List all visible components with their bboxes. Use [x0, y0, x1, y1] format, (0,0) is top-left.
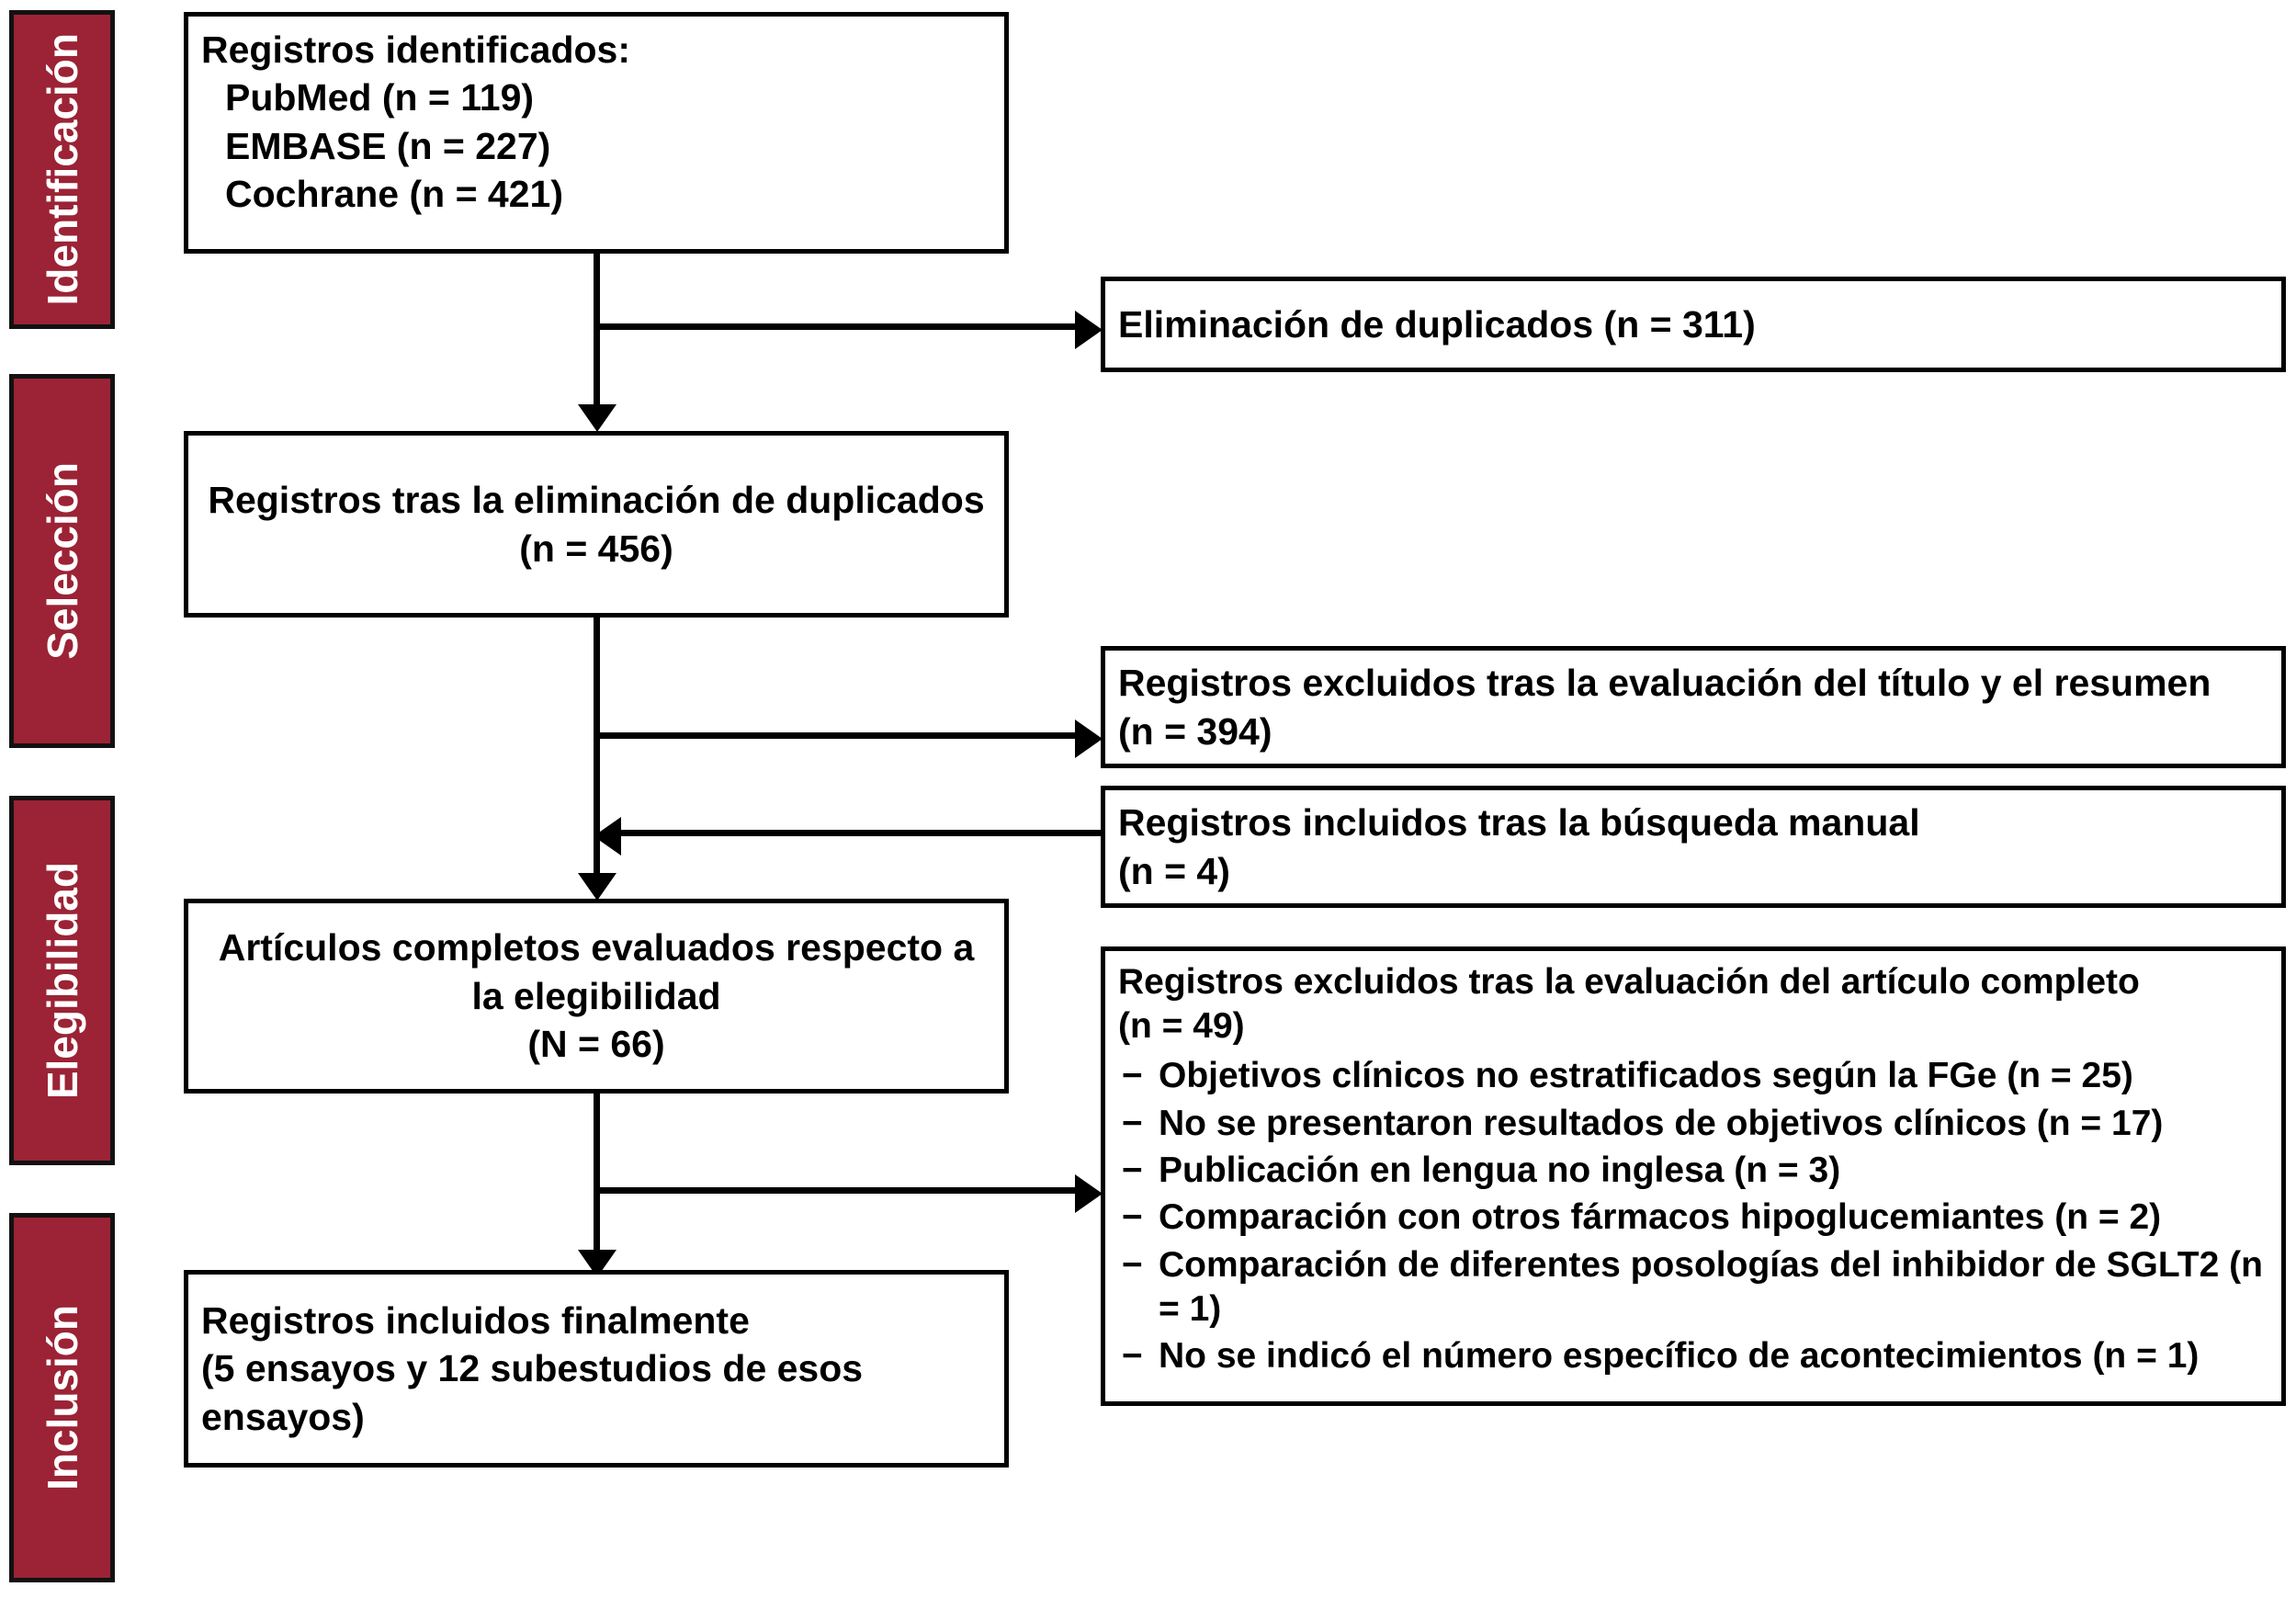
box-registros-identificados: Registros identificados: PubMed (n = 119… — [184, 12, 1009, 254]
exclusion-reason-text: Publicación en lengua no inglesa (n = 3) — [1159, 1150, 1841, 1190]
after-duplicates-line1: Registros tras la eliminación de duplica… — [208, 479, 985, 522]
exclusion-reason-item: − Comparación de diferentes posologías d… — [1118, 1243, 2268, 1332]
connector-identified-to-duplicates — [594, 323, 1080, 330]
list-dash-icon: − — [1122, 1103, 1143, 1143]
connector-fulltext-stem — [594, 1094, 600, 1264]
list-dash-icon: − — [1122, 1056, 1143, 1096]
exclusion-reason-item: − No se presentaron resultados de objeti… — [1118, 1102, 2268, 1146]
stage-identificacion: Identificación — [9, 10, 115, 329]
arrow-manual-search-into-flow — [594, 817, 621, 856]
excluded-title-abstract-line2: (n = 394) — [1118, 709, 1272, 753]
identified-heading: Registros identificados: — [201, 28, 631, 71]
box-eliminacion-duplicados: Eliminación de duplicados (n = 311) — [1101, 277, 2286, 372]
stage-seleccion: Selección — [9, 374, 115, 748]
exclusion-reason-text: No se presentaron resultados de objetivo… — [1159, 1103, 2164, 1143]
box-incluidos-busqueda-manual: Registros incluidos tras la búsqueda man… — [1101, 786, 2286, 908]
exclusion-reason-item: − Publicación en lengua no inglesa (n = … — [1118, 1149, 2268, 1193]
arrow-to-excluded-title-abstract — [1075, 720, 1103, 758]
box-registros-incluidos-finalmente: Registros incluidos finalmente (5 ensayo… — [184, 1270, 1009, 1468]
arrow-to-excluded-fulltext — [1075, 1174, 1103, 1213]
included-manual-line2: (n = 4) — [1118, 849, 1230, 892]
arrow-after-duplicates-to-fulltext — [578, 873, 616, 901]
final-included-line3: ensayos) — [201, 1395, 365, 1438]
list-dash-icon: − — [1122, 1150, 1143, 1190]
excluded-fulltext-line2: (n = 49) — [1118, 1005, 1245, 1046]
identified-source-embase: EMBASE (n = 227) — [225, 124, 551, 167]
exclusion-reason-item: − Comparación con otros fármacos hipoglu… — [1118, 1196, 2268, 1240]
identified-source-pubmed: PubMed (n = 119) — [225, 76, 535, 119]
exclusion-reason-item: − Objetivos clínicos no estratificados s… — [1118, 1054, 2268, 1098]
stage-label-inclusion: Inclusión — [38, 1305, 86, 1490]
fulltext-assessed-line1: Artículos completos evaluados respecto a — [218, 926, 975, 969]
included-manual-line1: Registros incluidos tras la búsqueda man… — [1118, 801, 1920, 844]
after-duplicates-line2: (n = 456) — [519, 527, 673, 570]
arrow-identified-to-after-duplicates — [578, 404, 616, 432]
fulltext-assessed-line3: (N = 66) — [527, 1023, 665, 1066]
stage-elegibilidad: Elegibilidad — [9, 796, 115, 1165]
connector-to-excluded-fulltext — [594, 1187, 1080, 1194]
stage-label-identificacion: Identificación — [38, 33, 86, 306]
final-included-line2: (5 ensayos y 12 subestudios de esos — [201, 1347, 864, 1390]
excluded-title-abstract-line1: Registros excluidos tras la evaluación d… — [1118, 662, 2211, 705]
list-dash-icon: − — [1122, 1336, 1143, 1377]
exclusion-reason-text: Objetivos clínicos no estratificados seg… — [1159, 1056, 2133, 1096]
box-excluidos-titulo-resumen: Registros excluidos tras la evaluación d… — [1101, 646, 2286, 768]
fulltext-assessed-line2: la elegibilidad — [471, 974, 721, 1017]
list-dash-icon: − — [1122, 1244, 1143, 1285]
duplicates-removed-text: Eliminación de duplicados (n = 311) — [1118, 302, 1756, 346]
exclusion-reason-list: − Objetivos clínicos no estratificados s… — [1118, 1051, 2268, 1379]
exclusion-reason-item: − No se indicó el número específico de a… — [1118, 1334, 2268, 1378]
stage-label-elegibilidad: Elegibilidad — [38, 861, 86, 1100]
identified-source-cochrane: Cochrane (n = 421) — [225, 173, 563, 216]
stage-label-seleccion: Selección — [38, 462, 86, 660]
box-articulos-completos-evaluados: Artículos completos evaluados respecto a… — [184, 899, 1009, 1094]
exclusion-reason-text: Comparación de diferentes posologías del… — [1159, 1244, 2263, 1329]
connector-to-excluded-title-abstract — [594, 732, 1080, 739]
exclusion-reason-text: Comparación con otros fármacos hipogluce… — [1159, 1197, 2162, 1238]
arrow-to-duplicates-box — [1075, 311, 1103, 349]
connector-after-duplicates-stem — [594, 618, 600, 884]
list-dash-icon: − — [1122, 1197, 1143, 1238]
connector-manual-to-after-duplicates — [621, 830, 1103, 836]
excluded-fulltext-line1: Registros excluidos tras la evaluación d… — [1118, 962, 2140, 1002]
exclusion-reason-text: No se indicó el número específico de aco… — [1159, 1336, 2200, 1377]
box-excluidos-articulo-completo: Registros excluidos tras la evaluación d… — [1101, 946, 2286, 1406]
connector-identified-stem — [594, 254, 600, 415]
box-registros-tras-duplicados: Registros tras la eliminación de duplica… — [184, 431, 1009, 618]
final-included-line1: Registros incluidos finalmente — [201, 1298, 750, 1342]
stage-inclusion: Inclusión — [9, 1213, 115, 1582]
